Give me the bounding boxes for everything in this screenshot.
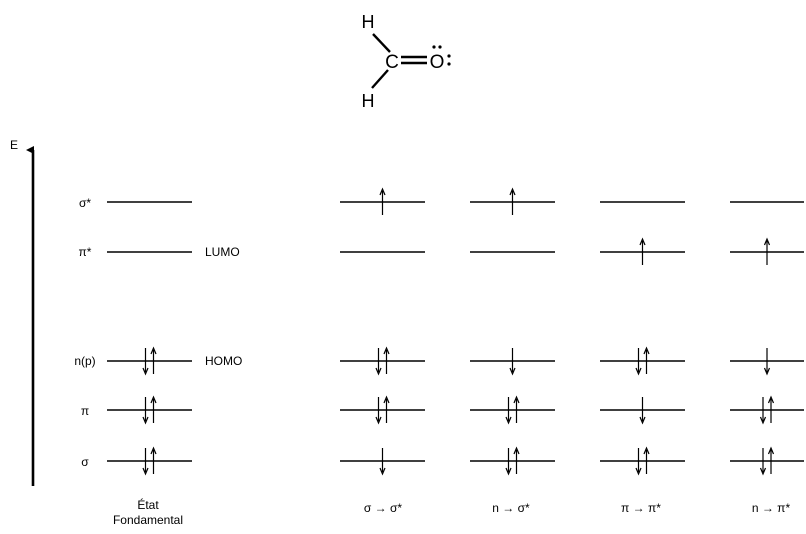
state-label-n-sigma-star: n → σ* [492,501,530,515]
state-label-pi-pi-star: π → π* [621,501,661,515]
electron-up-ground-sigma [150,446,157,474]
electron-down-n-sigma-star-sigma [505,448,512,476]
bond-c-h-bottom [371,69,389,89]
electron-up-ground-n-p [150,346,157,374]
level-label-pi: π [81,404,89,418]
atom-c: C [385,52,399,73]
level-label-pi-star: π* [79,245,92,259]
state-labels: État Fondamental σ → σ* n → σ* π → π* n … [113,497,790,527]
electron-down-sigma-sigma-star-pi [375,397,382,425]
electron-down-sigma-sigma-star-n-p [375,348,382,376]
orbital-columns [107,187,804,476]
homo-label: HOMO [205,354,242,368]
lone-pair-dots [432,45,451,66]
electron-down-ground-sigma [142,448,149,476]
electron-up-n-sigma-star-sigma-star [509,187,516,215]
orbital-level-labels: σ* π* n(p) π σ [74,196,95,469]
level-label-sigma: σ [81,455,89,469]
electron-down-ground-n-p [142,348,149,376]
electron-down-sigma-sigma-star-sigma [379,448,386,476]
electron-down-n-sigma-star-n-p [509,348,516,376]
state-label-sigma-sigma-star: σ → σ* [364,501,402,515]
electron-down-ground-pi [142,397,149,425]
electron-up-sigma-sigma-star-sigma-star [379,187,386,215]
lumo-label: LUMO [205,245,240,259]
electron-up-ground-pi [150,395,157,423]
electron-up-pi-pi-star-sigma [643,446,650,474]
electron-down-pi-pi-star-n-p [635,348,642,376]
electron-up-pi-pi-star-n-p [643,346,650,374]
electron-up-sigma-sigma-star-pi [383,395,390,423]
atom-h-top: H [362,12,375,32]
electron-down-n-pi-star-sigma [759,448,767,476]
electron-down-n-pi-star-n-p [763,348,771,376]
electron-up-n-sigma-star-sigma [513,446,520,474]
electron-down-pi-pi-star-sigma [635,448,642,476]
electron-up-n-pi-star-pi-star [763,237,771,265]
electron-down-n-sigma-star-pi [505,397,512,425]
level-label-sigma-star: σ* [79,196,91,210]
atom-o: O [430,52,445,73]
state-label-n-pi-star: n → π* [752,501,791,515]
electron-up-n-sigma-star-pi [513,395,520,423]
level-label-n-p: n(p) [74,354,95,368]
formaldehyde-structure: H C O H [362,12,451,111]
state-label-ground-line1: État [137,497,159,512]
electron-down-n-pi-star-pi [759,397,767,425]
electron-down-pi-pi-star-pi [639,397,646,425]
bond-c-h-top [372,33,391,53]
electron-up-n-pi-star-pi [767,395,775,423]
state-label-ground-line2: Fondamental [113,513,183,527]
electron-up-n-pi-star-sigma [767,446,775,474]
atom-h-bottom: H [362,91,375,111]
electron-up-pi-pi-star-pi-star [639,237,646,265]
energy-axis-label: E [10,138,18,152]
electron-up-sigma-sigma-star-n-p [383,346,390,374]
